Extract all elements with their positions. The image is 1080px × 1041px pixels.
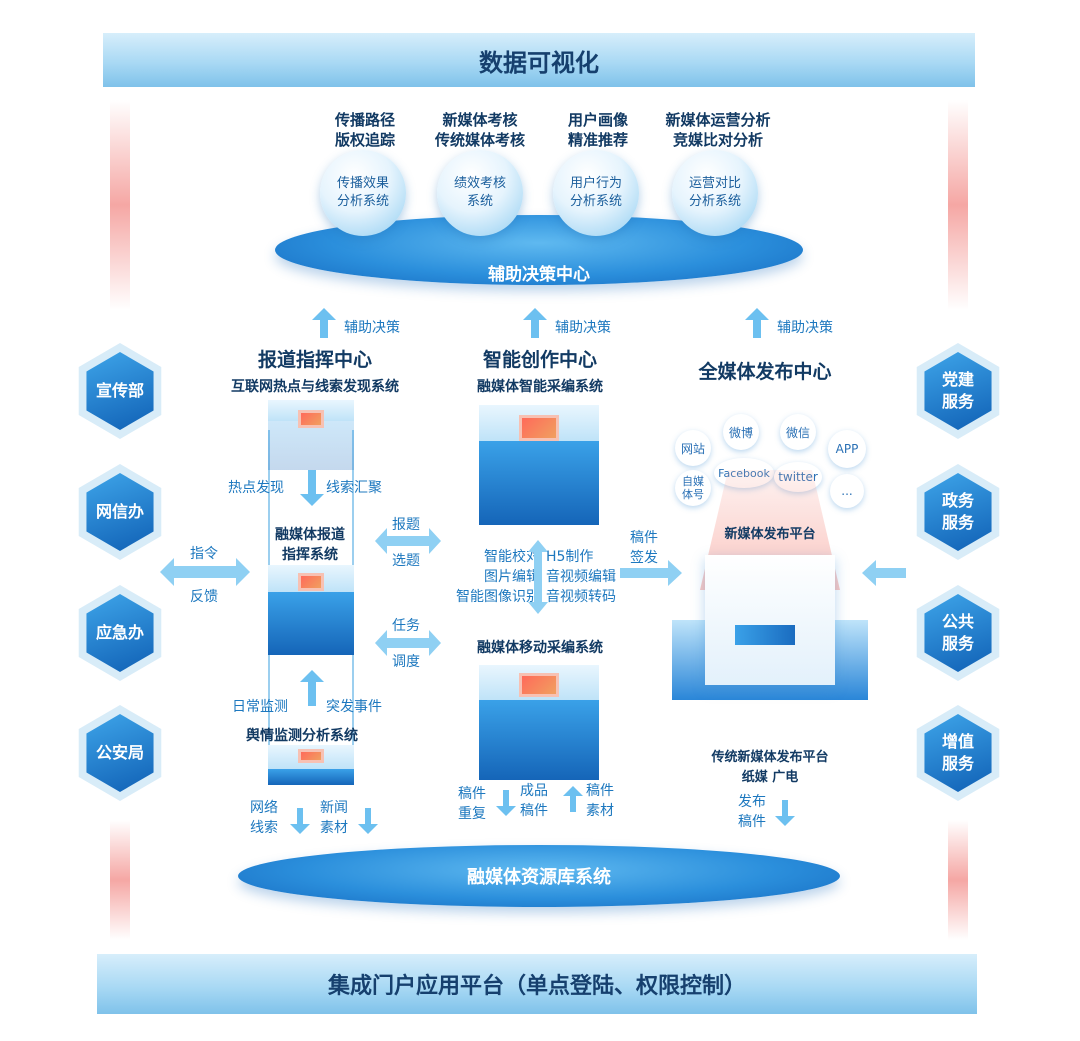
publish-manuscript-label: 发布稿件 [738, 794, 766, 830]
channel-app: APP [828, 430, 866, 468]
create-center-title: 智能创作中心 [482, 349, 597, 371]
service-hex-value-added: 增值服务 [916, 705, 1000, 801]
service-hex-party: 党建服务 [916, 343, 1000, 439]
net-clue-down-arrow [290, 808, 310, 834]
report-center-title: 报道指挥中心 [257, 349, 372, 371]
create-left-tools: 智能校对图片编辑智能图像识别 [456, 549, 540, 605]
up-arrow-report [312, 308, 336, 338]
bottom-banner: 集成门户应用平台（单点登陆、权限控制） [97, 954, 977, 1014]
create-mobile-label: 融媒体移动采编系统 [477, 640, 603, 656]
create-center-subtitle: 融媒体智能采编系统 [477, 379, 603, 395]
feedback-label: 反馈 [190, 589, 218, 605]
bottom-banner-title: 集成门户应用平台（单点登陆、权限控制） [327, 974, 746, 999]
net-clue-label: 网络线索 [250, 800, 278, 836]
traditional-platform-label: 传统新媒体发布平台纸媒 广电 [711, 750, 829, 785]
decision-system-ball-2: 绩效考核系统 [437, 150, 523, 236]
service-hex-government: 政务服务 [916, 464, 1000, 560]
service-left-arrow [862, 560, 906, 586]
publish-box [705, 555, 835, 685]
left-glow-top [110, 100, 130, 310]
channel-website: 网站 [675, 430, 711, 466]
channel-more: ... [830, 474, 864, 508]
news-material-label: 新闻素材 [320, 800, 348, 836]
right-glow-bottom [948, 820, 968, 940]
finished-manuscript-label: 成品稿件 [520, 783, 548, 819]
create-double-vertical-arrow [528, 540, 548, 614]
publish-center-title: 全媒体发布中心 [698, 361, 832, 383]
publish-down-arrow [775, 800, 795, 826]
left-glow-bottom [110, 820, 130, 940]
up-label-create: 辅助决策 [555, 320, 611, 336]
report-system-label: 融媒体报道指挥系统 [275, 527, 345, 563]
decision-system-ball-3: 用户行为分析系统 [553, 150, 639, 236]
create-cube-top [479, 405, 599, 525]
right-glow-top [948, 100, 968, 310]
channel-wechat: 微信 [780, 414, 816, 450]
dept-hex-propaganda: 宣传部 [78, 343, 162, 439]
manuscript-repeat-label: 稿件重复 [458, 786, 486, 822]
dept-hex-emergency: 应急办 [78, 585, 162, 681]
channel-self-media: 自媒体号 [675, 470, 711, 506]
report-cube-middle [268, 565, 354, 655]
dept-hex-police: 公安局 [78, 705, 162, 801]
create-cube-bottom [479, 665, 599, 780]
report-up-arrow [300, 670, 324, 706]
up-arrow-publish [745, 308, 769, 338]
decision-system-ball-4: 运营对比分析系统 [672, 150, 758, 236]
decision-tag-4: 新媒体运营分析竞媒比对分析 [665, 111, 771, 149]
top-banner: 数据可视化 [103, 33, 975, 87]
news-down-arrow [358, 808, 378, 834]
command-double-arrow [160, 558, 250, 586]
task-double-arrow [375, 630, 441, 656]
report-monitor-label: 舆情监测分析系统 [246, 728, 358, 744]
decision-tag-1: 传播路径版权追踪 [334, 111, 395, 149]
dispatch-label: 调度 [392, 654, 420, 670]
service-hex-public: 公共服务 [916, 585, 1000, 681]
report-clue-label: 线索汇聚 [326, 480, 382, 496]
repeat-down-arrow [496, 790, 516, 816]
decision-platform-label: 辅助决策中心 [488, 264, 590, 285]
material-up-arrow [563, 786, 583, 812]
manuscript-material-label: 稿件素材 [586, 783, 614, 819]
sign-right-arrow [620, 560, 682, 586]
decision-tag-3: 用户画像精准推荐 [567, 111, 628, 149]
decision-tag-2: 新媒体考核传统媒体考核 [434, 111, 525, 149]
publish-box-window [735, 625, 795, 645]
report-center-subtitle: 互联网热点与线索发现系统 [231, 379, 399, 395]
channel-weibo: 微博 [723, 414, 759, 450]
sign-label: 稿件签发 [630, 530, 658, 566]
report-daily-label: 日常监测 [232, 699, 288, 715]
topic-select-label: 选题 [392, 553, 420, 569]
new-media-platform-label: 新媒体发布平台 [724, 527, 816, 542]
report-cube-top [268, 400, 354, 470]
topic-double-arrow [375, 528, 441, 554]
task-label: 任务 [392, 618, 420, 634]
dept-hex-cyberspace: 网信办 [78, 464, 162, 560]
up-label-report: 辅助决策 [344, 320, 400, 336]
create-right-tools: H5制作音视频编辑音视频转码 [546, 549, 616, 605]
report-cube-bottom [268, 745, 354, 785]
up-arrow-create [523, 308, 547, 338]
report-sudden-label: 突发事件 [326, 699, 382, 715]
resource-library-disc: 融媒体资源库系统 [238, 845, 840, 907]
resource-library-label: 融媒体资源库系统 [467, 867, 611, 888]
command-label: 指令 [190, 546, 218, 562]
top-banner-title: 数据可视化 [479, 48, 599, 77]
report-down-arrow-1 [300, 470, 324, 506]
topic-report-label: 报题 [392, 517, 420, 533]
up-label-publish: 辅助决策 [777, 320, 833, 336]
decision-system-ball-1: 传播效果分析系统 [320, 150, 406, 236]
report-hot-label: 热点发现 [228, 480, 284, 496]
